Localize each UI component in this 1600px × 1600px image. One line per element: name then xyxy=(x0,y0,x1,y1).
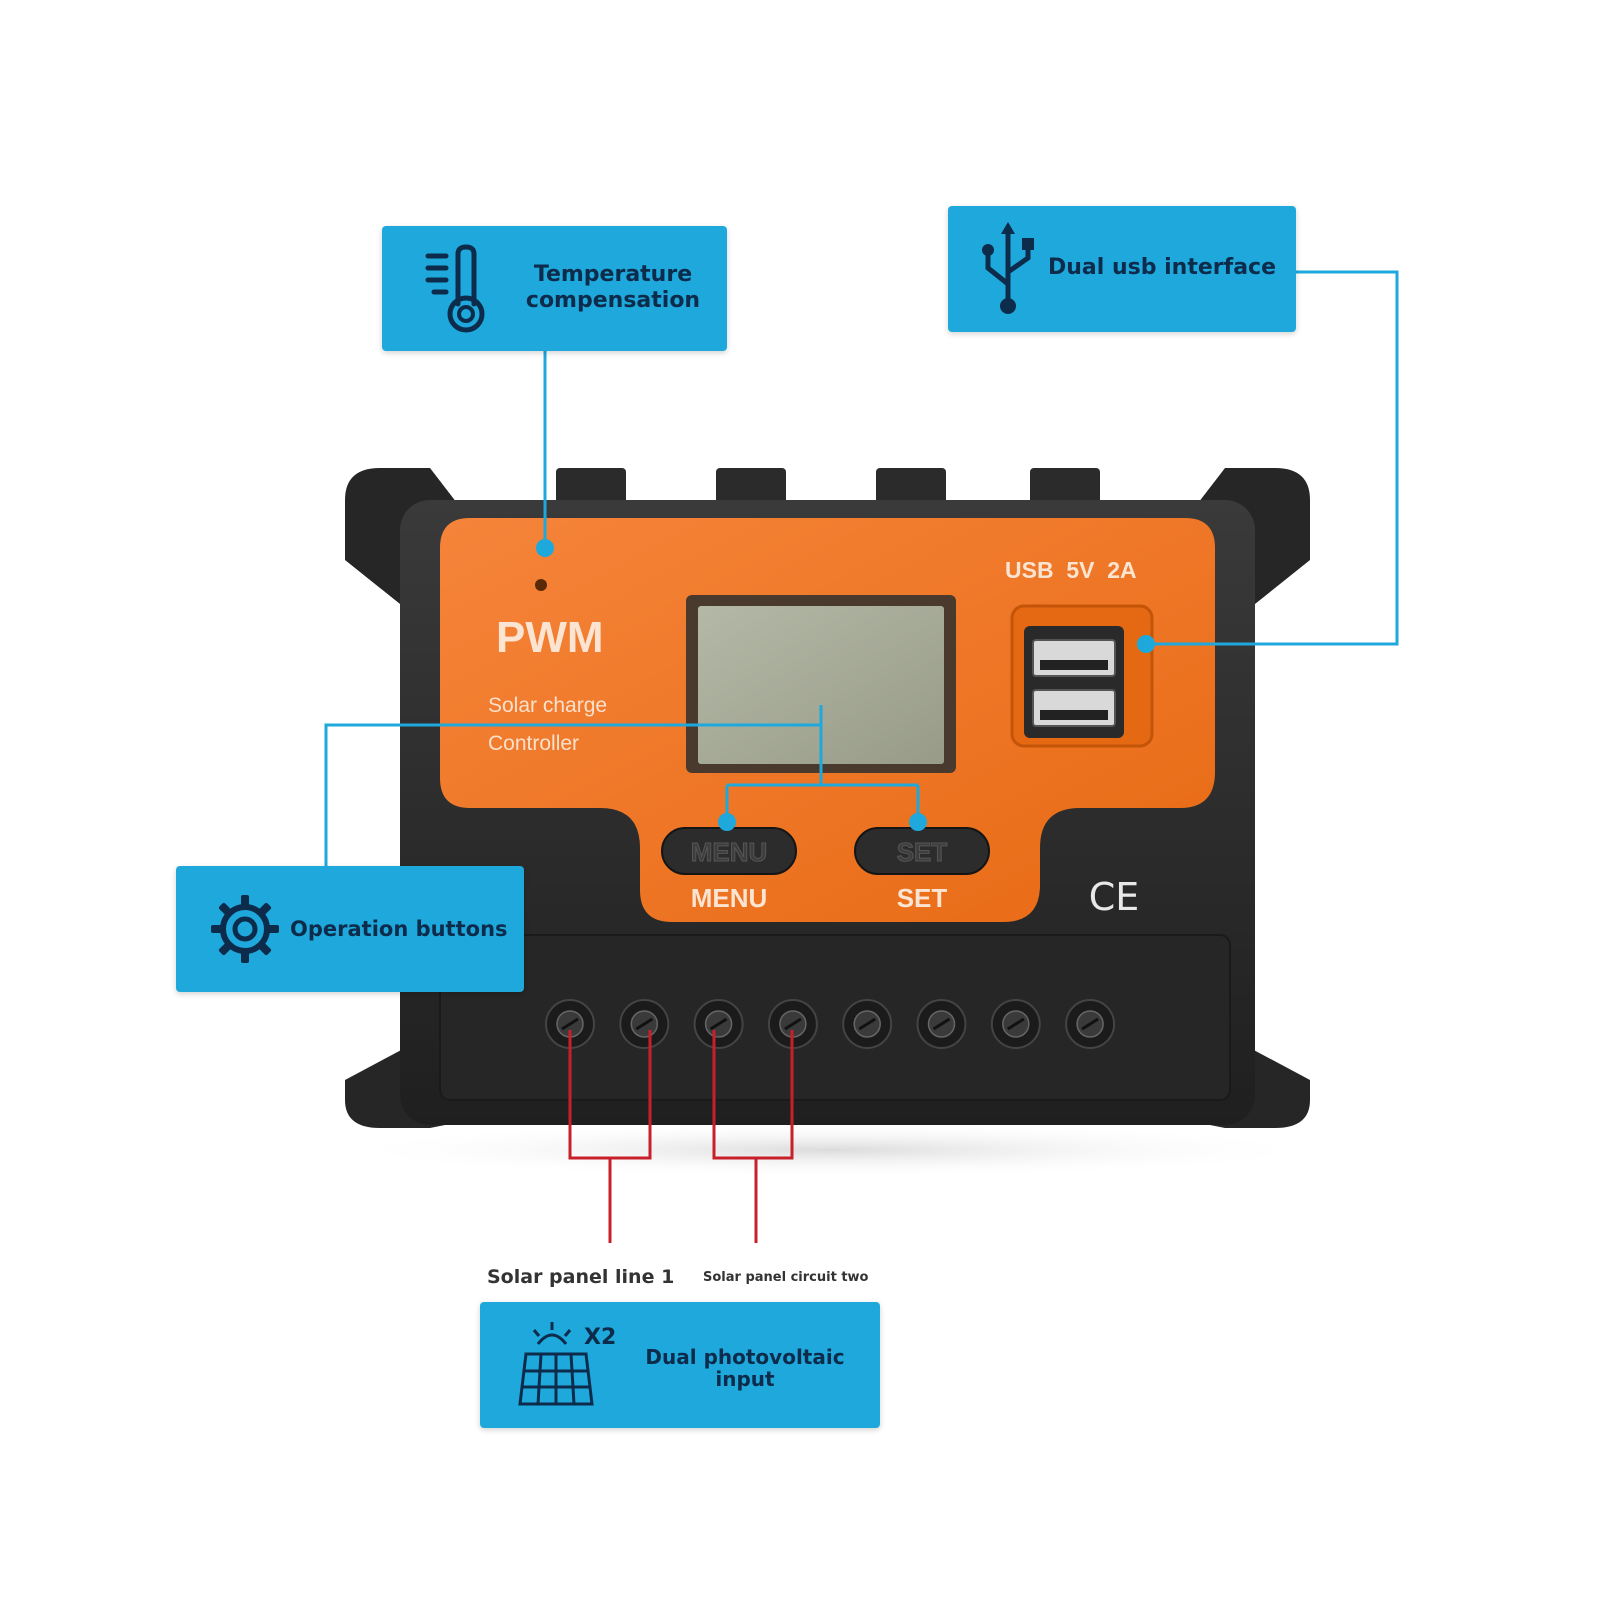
brand-text: PWM xyxy=(496,613,604,662)
leader-dot-menu xyxy=(718,813,736,831)
terminal-screw-slot xyxy=(561,1017,579,1031)
pv-line2: input xyxy=(715,1367,775,1391)
terminal-screw-slot xyxy=(709,1017,728,1031)
leader-dot-temperature xyxy=(536,539,554,557)
subtitle-line1: Solar charge xyxy=(488,694,607,717)
pv-multiplier: X2 xyxy=(584,1325,616,1350)
leader-lines xyxy=(324,270,1399,866)
menu-button-text: MENU xyxy=(691,837,768,867)
usb-port-2[interactable] xyxy=(1032,689,1116,727)
solar-panel-icon: X2 xyxy=(518,1322,616,1406)
terminal-screw-slot xyxy=(858,1017,876,1031)
terminal-screw-slot xyxy=(1081,1017,1099,1031)
thermometer-icon xyxy=(425,244,485,333)
terminal-screw-slot xyxy=(932,1017,951,1031)
leader-dot-usb xyxy=(1137,635,1155,653)
set-label: SET xyxy=(897,883,948,913)
subtitle-line2: Controller xyxy=(488,732,579,755)
pv-callout: X2 Dual photovoltaic input xyxy=(480,1302,880,1428)
leader-usb xyxy=(1146,270,1399,646)
device-shadow xyxy=(330,1122,1330,1178)
operation-callout: Operation buttons xyxy=(176,866,524,992)
terminal-screw-slot xyxy=(635,1017,654,1031)
terminal-screw-slot xyxy=(1007,1017,1025,1031)
usb-icon xyxy=(982,222,1034,314)
temperature-sensor-hole xyxy=(535,579,547,591)
ce-mark: CE xyxy=(1089,875,1140,919)
wire-line1 xyxy=(568,1030,652,1243)
gear-icon xyxy=(211,895,279,963)
terminal-panel xyxy=(439,934,1231,1101)
charge-controller: PWM Solar charge Controller USB 5V 2A ME… xyxy=(345,468,1310,1128)
leader-operation xyxy=(324,705,920,866)
usb-callout-label: Dual usb interface xyxy=(1048,255,1277,280)
wire-circuit2 xyxy=(712,1030,794,1243)
solar-circuit2-label: Solar panel circuit two xyxy=(703,1270,869,1285)
operation-callout-label: Operation buttons xyxy=(290,917,508,941)
leader-dot-set xyxy=(909,813,927,831)
temperature-callout: Temperature compensation xyxy=(382,226,727,351)
pv-line1: Dual photovoltaic xyxy=(645,1345,845,1369)
temperature-line2: compensation xyxy=(525,288,701,313)
solar-line1-label: Solar panel line 1 xyxy=(487,1266,675,1288)
solar-wires xyxy=(568,1030,794,1243)
terminal-screw-slot xyxy=(784,1017,802,1031)
terminal-block xyxy=(545,999,1116,1049)
menu-label: MENU xyxy=(691,883,768,913)
usb-port-2-tongue xyxy=(1040,710,1108,720)
temperature-line1: Temperature xyxy=(533,262,693,287)
usb-rating: USB 5V 2A xyxy=(1005,557,1137,583)
usb-port-1[interactable] xyxy=(1032,639,1116,677)
usb-callout: Dual usb interface xyxy=(948,206,1296,332)
usb-port-1-tongue xyxy=(1040,660,1108,670)
set-button-text: SET xyxy=(897,837,948,867)
